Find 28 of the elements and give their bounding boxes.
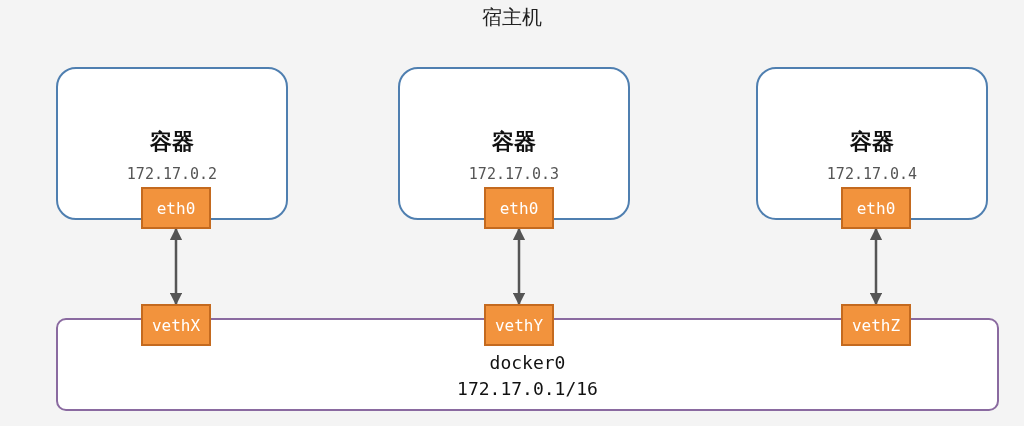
interface-box [841, 187, 911, 229]
interface-box [484, 304, 554, 346]
interface-label: vethX [151, 315, 201, 335]
double-arrow [512, 227, 526, 306]
subnet-address: 172.17.0.1/16 [457, 377, 598, 401]
bridge-label: docker0 [489, 351, 566, 375]
container-box [756, 67, 988, 220]
interface-box [141, 304, 211, 346]
bridge-box [56, 318, 999, 411]
double-arrow [169, 227, 183, 306]
interface-label: vethZ [851, 315, 901, 335]
ip-address: 172.17.0.3 [468, 165, 560, 183]
ip-address: 172.17.0.4 [826, 165, 918, 183]
double-arrow [869, 227, 883, 306]
interface-label: vethY [494, 315, 544, 335]
interface-box [141, 187, 211, 229]
interface-label: eth0 [156, 198, 196, 218]
container-box [56, 67, 288, 220]
container-label: 容器 [492, 128, 536, 156]
title: 宿主机 [481, 4, 543, 31]
container-label: 容器 [150, 128, 194, 156]
container-box [398, 67, 630, 220]
interface-label: eth0 [856, 198, 896, 218]
ip-address: 172.17.0.2 [126, 165, 218, 183]
interface-label: eth0 [499, 198, 539, 218]
interface-box [841, 304, 911, 346]
interface-box [484, 187, 554, 229]
container-label: 容器 [850, 128, 894, 156]
